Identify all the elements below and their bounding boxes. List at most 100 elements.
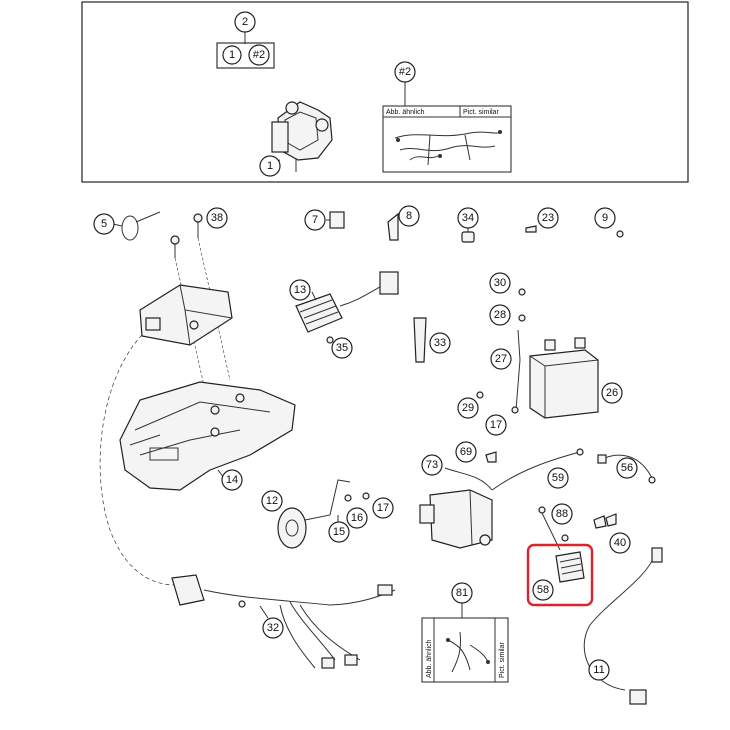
svg-text:1: 1	[267, 160, 273, 172]
callout-30[interactable]: 30	[489, 272, 511, 294]
callout-35[interactable]: 35	[331, 337, 353, 359]
abb-similar-label-top: Abb. ähnlich	[386, 109, 425, 116]
svg-text:23: 23	[542, 212, 554, 224]
battery-cable-drawing	[511, 288, 526, 414]
callout-2[interactable]: 2	[234, 11, 256, 33]
svg-text:81: 81	[456, 587, 468, 599]
svg-text:32: 32	[267, 622, 279, 634]
sub-harness-drawing	[171, 574, 396, 669]
callout-29[interactable]: 29	[457, 397, 479, 419]
svg-text:9: 9	[602, 212, 608, 224]
callout-26[interactable]: 26	[601, 382, 623, 404]
callout-1[interactable]: 1	[259, 155, 281, 177]
svg-text:8: 8	[406, 210, 412, 222]
callout-15[interactable]: 15	[328, 521, 350, 543]
nut-drawing	[476, 391, 484, 399]
svg-text:27: 27	[495, 353, 507, 365]
svg-text:40: 40	[614, 537, 626, 549]
assembly-inset-frame	[81, 1, 689, 183]
callout-69[interactable]: 69	[455, 441, 477, 463]
svg-text:69: 69	[460, 446, 472, 458]
callout-16[interactable]: 16	[346, 507, 368, 529]
battery-drawing	[529, 337, 599, 419]
control-unit-drawing	[139, 284, 233, 346]
callout-13[interactable]: 13	[289, 279, 311, 301]
harness-81-frame	[421, 617, 509, 683]
svg-text:34: 34	[462, 212, 474, 224]
callout-harness[interactable]: #2	[394, 61, 416, 83]
svg-text:29: 29	[462, 402, 474, 414]
callout-7[interactable]: 7	[304, 209, 326, 231]
callout-11[interactable]: 11	[588, 659, 610, 681]
callout-8[interactable]: 8	[398, 205, 420, 227]
svg-text:14: 14	[226, 474, 238, 486]
callout-34[interactable]: 34	[457, 207, 479, 229]
harness-81-thumbnail	[446, 631, 490, 673]
svg-text:11: 11	[593, 664, 604, 676]
svg-text:30: 30	[494, 277, 506, 289]
starter-cable-drawing	[444, 448, 584, 491]
svg-text:7: 7	[312, 214, 318, 226]
callout-73[interactable]: 73	[421, 454, 443, 476]
callout-33[interactable]: 33	[429, 332, 451, 354]
svg-text:12: 12	[266, 495, 278, 507]
screw-drawing	[170, 213, 231, 391]
svg-text:17: 17	[490, 419, 502, 431]
main-harness-thumbnail	[394, 130, 503, 166]
svg-text:15: 15	[333, 526, 345, 538]
starter-relay-drawing	[555, 551, 585, 583]
callout-40[interactable]: 40	[609, 532, 631, 554]
svg-text:73: 73	[426, 459, 438, 471]
callout-17-lower[interactable]: 17	[372, 497, 394, 519]
rubber-holders-drawing	[593, 513, 617, 529]
svg-text:38: 38	[211, 212, 223, 224]
callout-9[interactable]: 9	[594, 207, 616, 229]
horn-hardware-drawing	[337, 492, 370, 522]
harness-similar-frame	[382, 105, 512, 173]
svg-text:1: 1	[229, 49, 235, 61]
svg-text:16: 16	[351, 512, 363, 524]
svg-text:17: 17	[377, 502, 389, 514]
grommet-drawing	[461, 231, 475, 243]
screw-small-drawing	[616, 230, 624, 238]
callout-81[interactable]: 81	[451, 582, 473, 604]
battery-tray-drawing	[119, 381, 296, 491]
svg-text:28: 28	[494, 309, 506, 321]
fuse-holder-drawing	[485, 451, 497, 463]
svg-text:88: 88	[556, 508, 568, 520]
bracket-drawing	[387, 212, 399, 241]
svg-text:26: 26	[606, 387, 618, 399]
callout-12[interactable]: 12	[261, 490, 283, 512]
abb-similar-label-side: Abb. ähnlich	[426, 639, 433, 678]
callout-17-upper[interactable]: 17	[485, 414, 507, 436]
callout-harness-kit[interactable]: #2	[248, 44, 270, 66]
svg-text:#2: #2	[399, 66, 411, 78]
svg-text:35: 35	[336, 342, 348, 354]
callout-56[interactable]: 56	[616, 457, 638, 479]
ground-cable-drawing	[597, 454, 656, 484]
callout-27[interactable]: 27	[490, 348, 512, 370]
svg-text:56: 56	[621, 462, 633, 474]
pict-similar-label-top: Pict. similar	[463, 109, 499, 116]
callout-88[interactable]: 88	[551, 503, 573, 525]
callout-58[interactable]: 58	[532, 579, 554, 601]
callout-59[interactable]: 59	[547, 467, 569, 489]
callout-28[interactable]: 28	[489, 304, 511, 326]
svg-text:59: 59	[552, 472, 564, 484]
callout-14[interactable]: 14	[221, 469, 243, 491]
svg-text:2: 2	[242, 16, 248, 28]
sensor-cable-drawing	[583, 547, 663, 705]
callout-32[interactable]: 32	[262, 617, 284, 639]
clip-drawing	[525, 225, 537, 233]
relay-drawing	[329, 211, 345, 229]
svg-text:58: 58	[537, 584, 549, 596]
starter-motor-drawing	[419, 489, 493, 549]
callout-5[interactable]: 5	[93, 213, 115, 235]
svg-text:33: 33	[434, 337, 446, 349]
svg-text:13: 13	[294, 284, 306, 296]
callout-38[interactable]: 38	[206, 207, 228, 229]
callout-23[interactable]: 23	[537, 207, 559, 229]
kit-contents-box	[216, 42, 275, 69]
callout-1-kit[interactable]: 1	[222, 45, 242, 65]
